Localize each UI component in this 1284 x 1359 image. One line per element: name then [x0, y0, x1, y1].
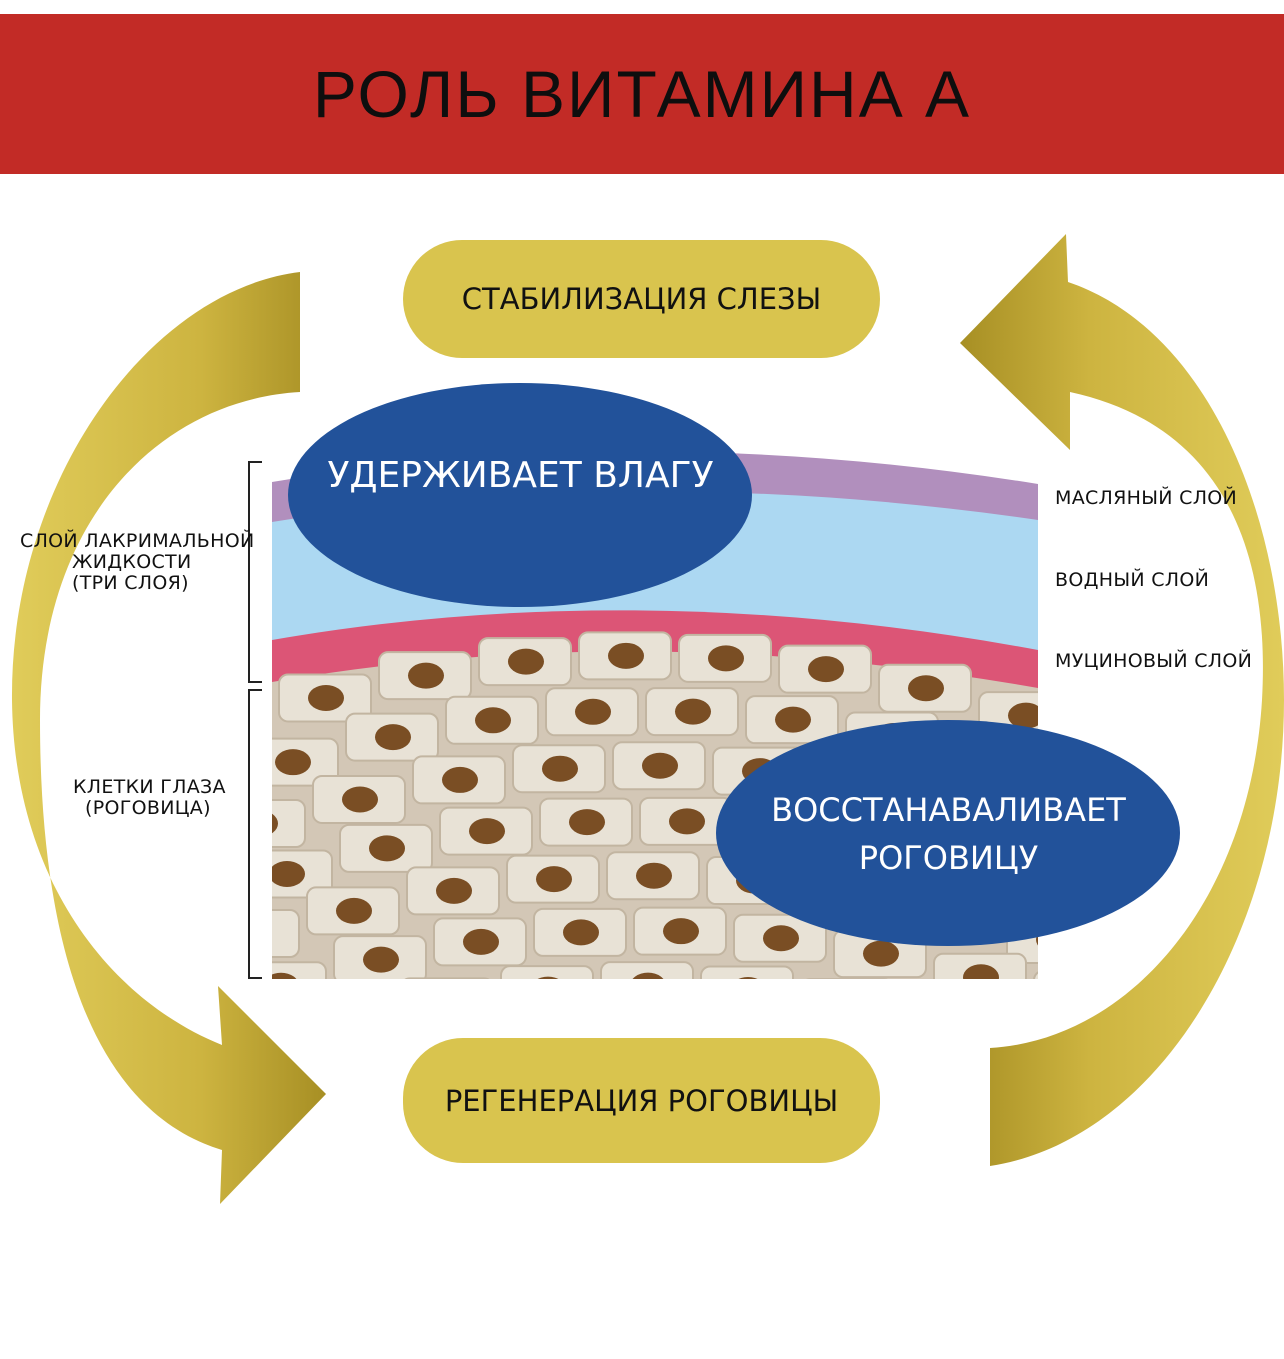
- oval-restores-cornea-line2: РОГОВИЦУ: [858, 838, 1039, 877]
- cell-nucleus: [463, 928, 499, 955]
- cell-nucleus: [1208, 707, 1244, 733]
- cornea-cell: [272, 961, 327, 979]
- cornea-cell: [272, 799, 306, 848]
- cell-nucleus: [738, 977, 758, 979]
- oval-holds-moisture-label: УДЕРЖИВАЕТ ВЛАГУ: [327, 455, 714, 496]
- cell-nucleus: [763, 925, 799, 952]
- cornea-cell: [500, 965, 594, 979]
- cells-label: КЛЕТКИ ГЛАЗА (РОГОВИЦА): [73, 777, 226, 819]
- cornea-cell: [600, 961, 694, 979]
- pill-stabilization: СТАБИЛИЗАЦИЯ СЛЕЗЫ: [403, 240, 880, 358]
- cornea-cell: [805, 978, 889, 979]
- cornea-cell: [901, 1000, 993, 1047]
- cell-nucleus: [863, 940, 899, 967]
- oval-holds-moisture: УДЕРЖИВАЕТ ВЛАГУ: [288, 383, 753, 608]
- oval-one-shape: [288, 383, 752, 607]
- cell-nucleus: [1236, 927, 1272, 953]
- cell-nucleus: [632, 972, 664, 979]
- cornea-cell: [140, 855, 232, 902]
- cell-nucleus: [330, 1009, 366, 1035]
- cell-nucleus: [369, 835, 405, 862]
- cell-nucleus: [363, 946, 399, 973]
- cell-nucleus: [272, 972, 297, 979]
- cell-nucleus: [336, 897, 372, 924]
- right-cycle-arrow: [960, 234, 1284, 1166]
- cell-nucleus: [208, 701, 244, 727]
- cell-nucleus: [537, 976, 559, 979]
- cornea-cell: [1201, 1026, 1284, 1073]
- cell-nucleus: [1008, 702, 1038, 729]
- oval-restores-cornea-line1: ВОССТАНАВАЛИВАЕТ: [771, 790, 1126, 829]
- cell-nucleus: [963, 964, 999, 979]
- pill-regeneration: РЕГЕНЕРАЦИЯ РОГОВИЦЫ: [403, 1038, 880, 1163]
- tear-layer-bracket: [248, 461, 262, 683]
- pill-regeneration-label: РЕГЕНЕРАЦИЯ РОГОВИЦЫ: [444, 1083, 839, 1118]
- cells-label-line2: (РОГОВИЦА): [85, 797, 211, 819]
- cell-nucleus: [708, 645, 744, 672]
- water-layer-label: ВОДНЫЙ СЛОЙ: [1055, 569, 1210, 591]
- cornea-cell: [700, 965, 794, 979]
- cornea-cell: [1179, 696, 1271, 743]
- title-banner: РОЛЬ ВИТАМИНА А: [0, 14, 1284, 174]
- cell-nucleus: [508, 648, 544, 675]
- cells-label-line1: КЛЕТКИ ГЛАЗА: [73, 776, 226, 798]
- cell-nucleus: [436, 877, 472, 904]
- cornea-cell: [1033, 971, 1038, 979]
- cell-nucleus: [272, 813, 278, 834]
- cell-nucleus: [569, 809, 605, 836]
- cell-nucleus: [663, 918, 699, 945]
- cell-nucleus: [536, 866, 572, 893]
- pill-stabilization-label: СТАБИЛИЗАЦИЯ СЛЕЗЫ: [461, 282, 822, 316]
- cell-nucleus: [469, 818, 505, 845]
- cell-nucleus: [642, 752, 678, 779]
- cell-nucleus: [272, 860, 305, 887]
- oval-restores-cornea: ВОССТАНАВАЛИВАЕТ РОГОВИЦУ: [716, 720, 1181, 947]
- oval-two-shape: [716, 720, 1180, 946]
- cell-nucleus: [830, 990, 866, 1016]
- cell-nucleus: [442, 766, 478, 793]
- cell-nucleus: [930, 1011, 966, 1037]
- cell-nucleus: [342, 786, 378, 813]
- mucin-layer-label: МУЦИНОВЫЙ СЛОЙ: [1055, 650, 1253, 672]
- cell-nucleus: [163, 976, 199, 1002]
- cornea-cell: [301, 999, 393, 1046]
- cell-nucleus: [275, 749, 311, 776]
- page-title: РОЛЬ ВИТАМИНА А: [312, 57, 972, 131]
- cell-nucleus: [908, 675, 944, 702]
- cell-nucleus: [475, 707, 511, 734]
- cell-nucleus: [542, 755, 578, 782]
- tear-label-line3: (ТРИ СЛОЯ): [72, 572, 189, 594]
- tear-label-line1: СЛОЙ ЛАКРИМАЛЬНОЙ: [20, 530, 255, 552]
- cells-bracket: [248, 689, 262, 979]
- cell-nucleus: [563, 919, 599, 946]
- cell-nucleus: [169, 866, 205, 892]
- cell-nucleus: [808, 656, 844, 683]
- tear-label-line2: ЖИДКОСТИ: [72, 551, 192, 573]
- cell-nucleus: [575, 698, 611, 725]
- cell-nucleus: [608, 642, 644, 669]
- cornea-cell: [404, 977, 490, 979]
- cornea-cell: [272, 909, 300, 958]
- cell-nucleus: [236, 921, 272, 947]
- cell-nucleus: [430, 989, 466, 1015]
- oil-layer-label: МАСЛЯНЫЙ СЛОЙ: [1055, 487, 1238, 509]
- cell-nucleus: [675, 698, 711, 725]
- cell-nucleus: [636, 862, 672, 889]
- cell-nucleus: [408, 662, 444, 689]
- cell-nucleus: [669, 808, 705, 835]
- cell-nucleus: [775, 706, 811, 733]
- cell-nucleus: [1063, 982, 1099, 1008]
- tear-layer-label: СЛОЙ ЛАКРИМАЛЬНОЙ ЖИДКОСТИ (ТРИ СЛОЯ): [20, 531, 254, 594]
- left-cycle-arrow: [11, 272, 326, 1204]
- cell-nucleus: [375, 724, 411, 751]
- cell-nucleus: [1230, 1037, 1266, 1063]
- cornea-cell: [179, 690, 271, 737]
- cell-nucleus: [308, 684, 344, 711]
